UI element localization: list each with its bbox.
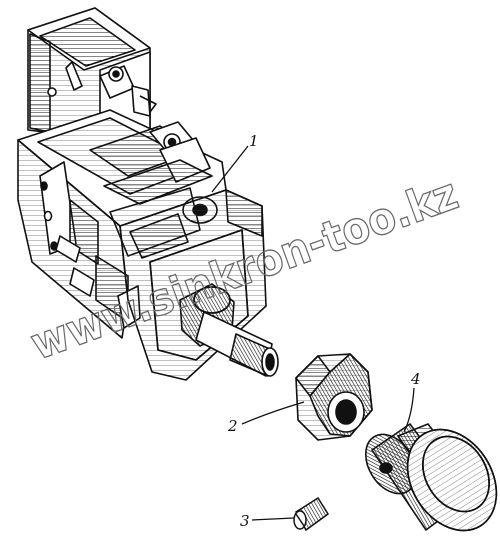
knob <box>364 423 498 532</box>
callout-3: 3 <box>240 512 250 530</box>
callout-1: 1 <box>249 132 259 150</box>
leader-lines <box>211 145 415 521</box>
set-screw <box>293 496 330 532</box>
hex-nut <box>295 353 373 441</box>
leader-line-4 <box>403 387 415 433</box>
leader-line-2 <box>241 401 305 425</box>
leader-line-1 <box>211 145 249 193</box>
switch-housing <box>17 7 279 381</box>
callout-2: 2 <box>227 417 238 435</box>
leader-line-3 <box>251 517 295 521</box>
callout-4: 4 <box>410 370 421 388</box>
